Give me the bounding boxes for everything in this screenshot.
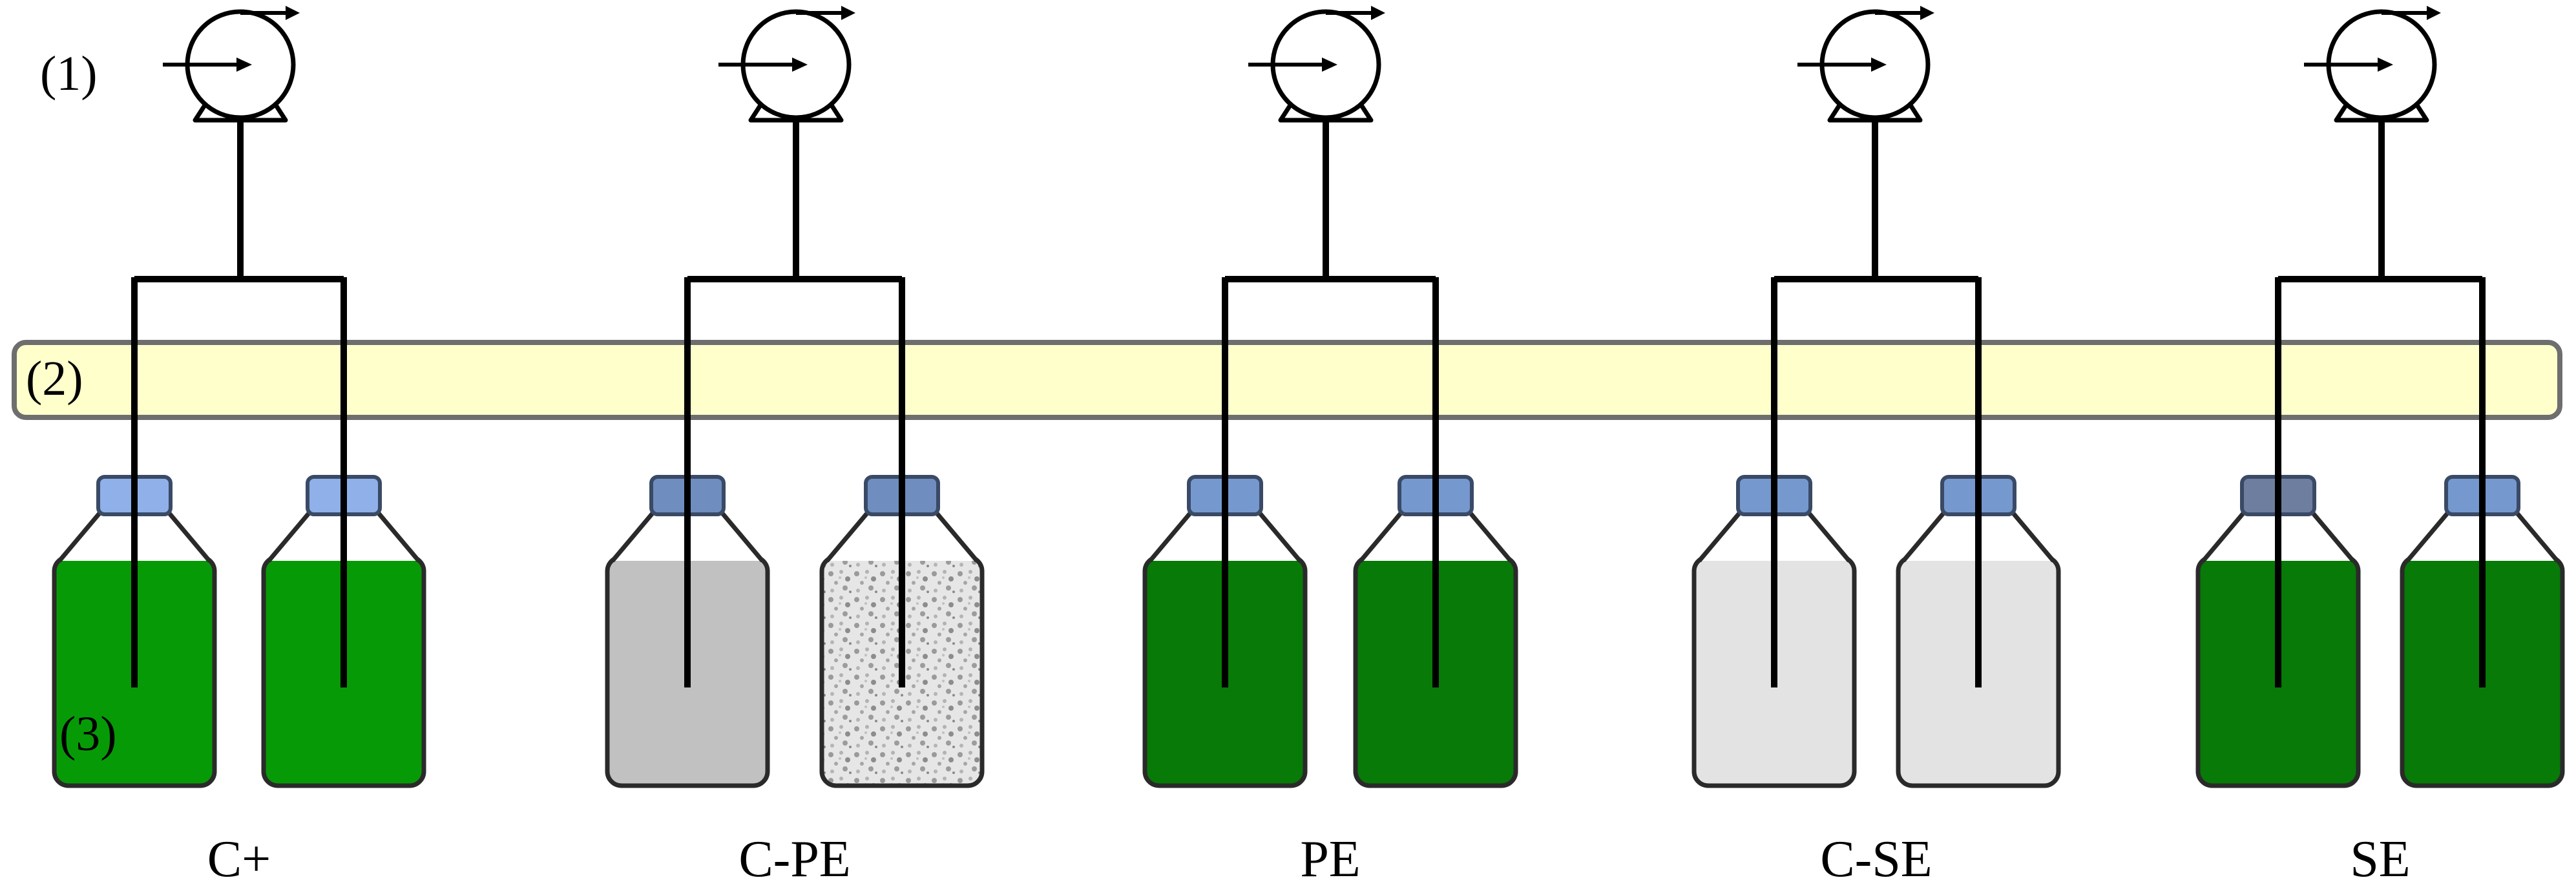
pump-icon [718, 6, 855, 123]
shared-band [12, 340, 2562, 420]
group-c-pe [605, 6, 985, 788]
group-label-cplus: C+ [207, 831, 271, 888]
tubing [1222, 120, 1439, 687]
group-label-c-se: C-SE [1820, 831, 1932, 888]
pump-icon [1248, 6, 1385, 123]
callout-shared-band: (2) [26, 351, 83, 406]
pump-icon [1797, 6, 1934, 123]
group-label-pe: PE [1300, 831, 1361, 888]
group-cplus [52, 6, 426, 788]
group-c-se [1691, 6, 2061, 788]
callout-bottle: (3) [59, 707, 117, 761]
pump-icon [2304, 6, 2441, 123]
group-label-se: SE [2350, 831, 2411, 888]
pump-icon [163, 6, 300, 123]
groups-layer [52, 6, 2565, 788]
tubing [2275, 120, 2486, 687]
tubing [684, 120, 905, 687]
callout-pump: (1) [40, 47, 98, 101]
group-label-c-pe: C-PE [738, 831, 851, 888]
tubing [1771, 120, 1982, 687]
group-se [2195, 6, 2565, 788]
group-pe [1142, 6, 1518, 788]
tubing [131, 120, 347, 687]
